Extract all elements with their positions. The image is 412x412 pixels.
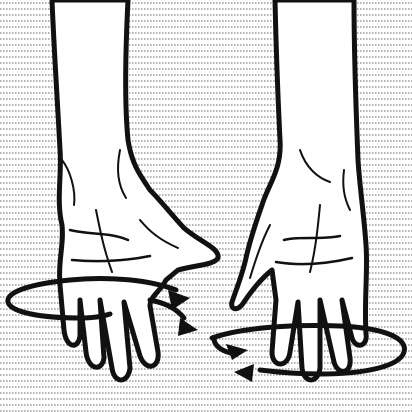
illustration-canvas (0, 0, 412, 412)
hand-rotation-illustration (0, 0, 412, 412)
